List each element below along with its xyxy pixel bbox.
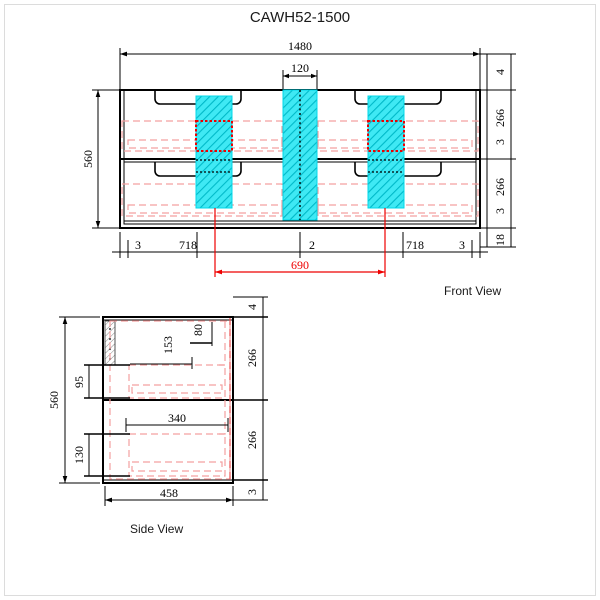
side-dim-130-label: 130 — [72, 446, 86, 464]
front-dim-3-upper-label: 3 — [493, 139, 507, 145]
side-view-label: Side View — [130, 522, 183, 536]
side-dim-overall-height: 560 — [47, 316, 100, 484]
front-dim-266-lower-label: 266 — [493, 178, 507, 196]
side-dim-lower-bracket-offset: 130 — [72, 433, 130, 477]
side-dim-upper-bracket-offset: 95 — [72, 364, 130, 399]
front-dim-560-label: 560 — [81, 150, 95, 168]
side-hidden-drawer-upper-inner — [131, 384, 223, 394]
side-dim-458-label: 458 — [160, 486, 178, 500]
side-dim-266-upper-label: 266 — [245, 349, 259, 367]
front-dim-1480-label: 1480 — [288, 39, 312, 53]
page-title: CAWH52-1500 — [250, 9, 350, 26]
side-dim-340-label: 340 — [168, 411, 186, 425]
side-dim-upper-drawer-depth: 153 — [130, 336, 193, 369]
side-dim-95-label: 95 — [72, 376, 86, 388]
side-hidden-back-upper — [219, 321, 226, 366]
front-dim-266-upper-label: 266 — [493, 109, 507, 127]
front-chain-718-left-label: 718 — [179, 238, 197, 252]
front-bottom-dimension-chain: 3 718 2 718 3 — [112, 232, 488, 258]
side-dim-4-label: 4 — [245, 304, 259, 310]
front-view: 1480 120 560 — [81, 39, 516, 298]
front-chain-3-right-label: 3 — [459, 238, 465, 252]
side-right-dimension-stack: 4 266 266 3 — [233, 296, 268, 501]
front-dim-overall-height: 560 — [81, 89, 122, 229]
side-dim-80-label: 80 — [191, 324, 205, 336]
front-dim-690-label: 690 — [291, 258, 309, 272]
side-hidden-drawer-upper — [128, 364, 226, 399]
front-dim-4-label: 4 — [493, 69, 507, 75]
front-dim-18-label: 18 — [493, 234, 507, 246]
front-overlap-right — [367, 120, 405, 152]
side-hidden-drawer-lower — [128, 433, 226, 477]
side-dim-lower-drawer-depth: 340 — [125, 411, 229, 432]
side-hidden-drawer-lower-inner — [131, 461, 223, 472]
side-dim-overall-depth: 458 — [104, 486, 234, 506]
side-dim-266-lower-label: 266 — [245, 431, 259, 449]
side-view: 560 153 — [47, 296, 268, 536]
front-dim-3-lower-label: 3 — [493, 208, 507, 214]
front-chain-718-right-label: 718 — [406, 238, 424, 252]
front-view-label: Front View — [444, 284, 501, 298]
side-dim-rear-offset: 80 — [190, 322, 213, 346]
side-dim-3-label: 3 — [245, 489, 259, 495]
front-overlap-left — [195, 120, 233, 152]
front-dim-sink-span: 690 — [214, 208, 386, 277]
front-dim-center-panel-width: 120 — [282, 61, 318, 90]
side-dim-153-label: 153 — [161, 336, 175, 354]
front-dim-overall-width: 1480 — [119, 39, 481, 90]
front-dim-120-label: 120 — [291, 61, 309, 75]
front-chain-3-left-label: 3 — [135, 238, 141, 252]
side-hidden-back-lower — [219, 400, 226, 435]
front-chain-2-label: 2 — [309, 238, 315, 252]
side-dim-560-label: 560 — [47, 391, 61, 409]
front-right-dimension-stack: 4 3 266 3 266 18 — [480, 53, 516, 248]
